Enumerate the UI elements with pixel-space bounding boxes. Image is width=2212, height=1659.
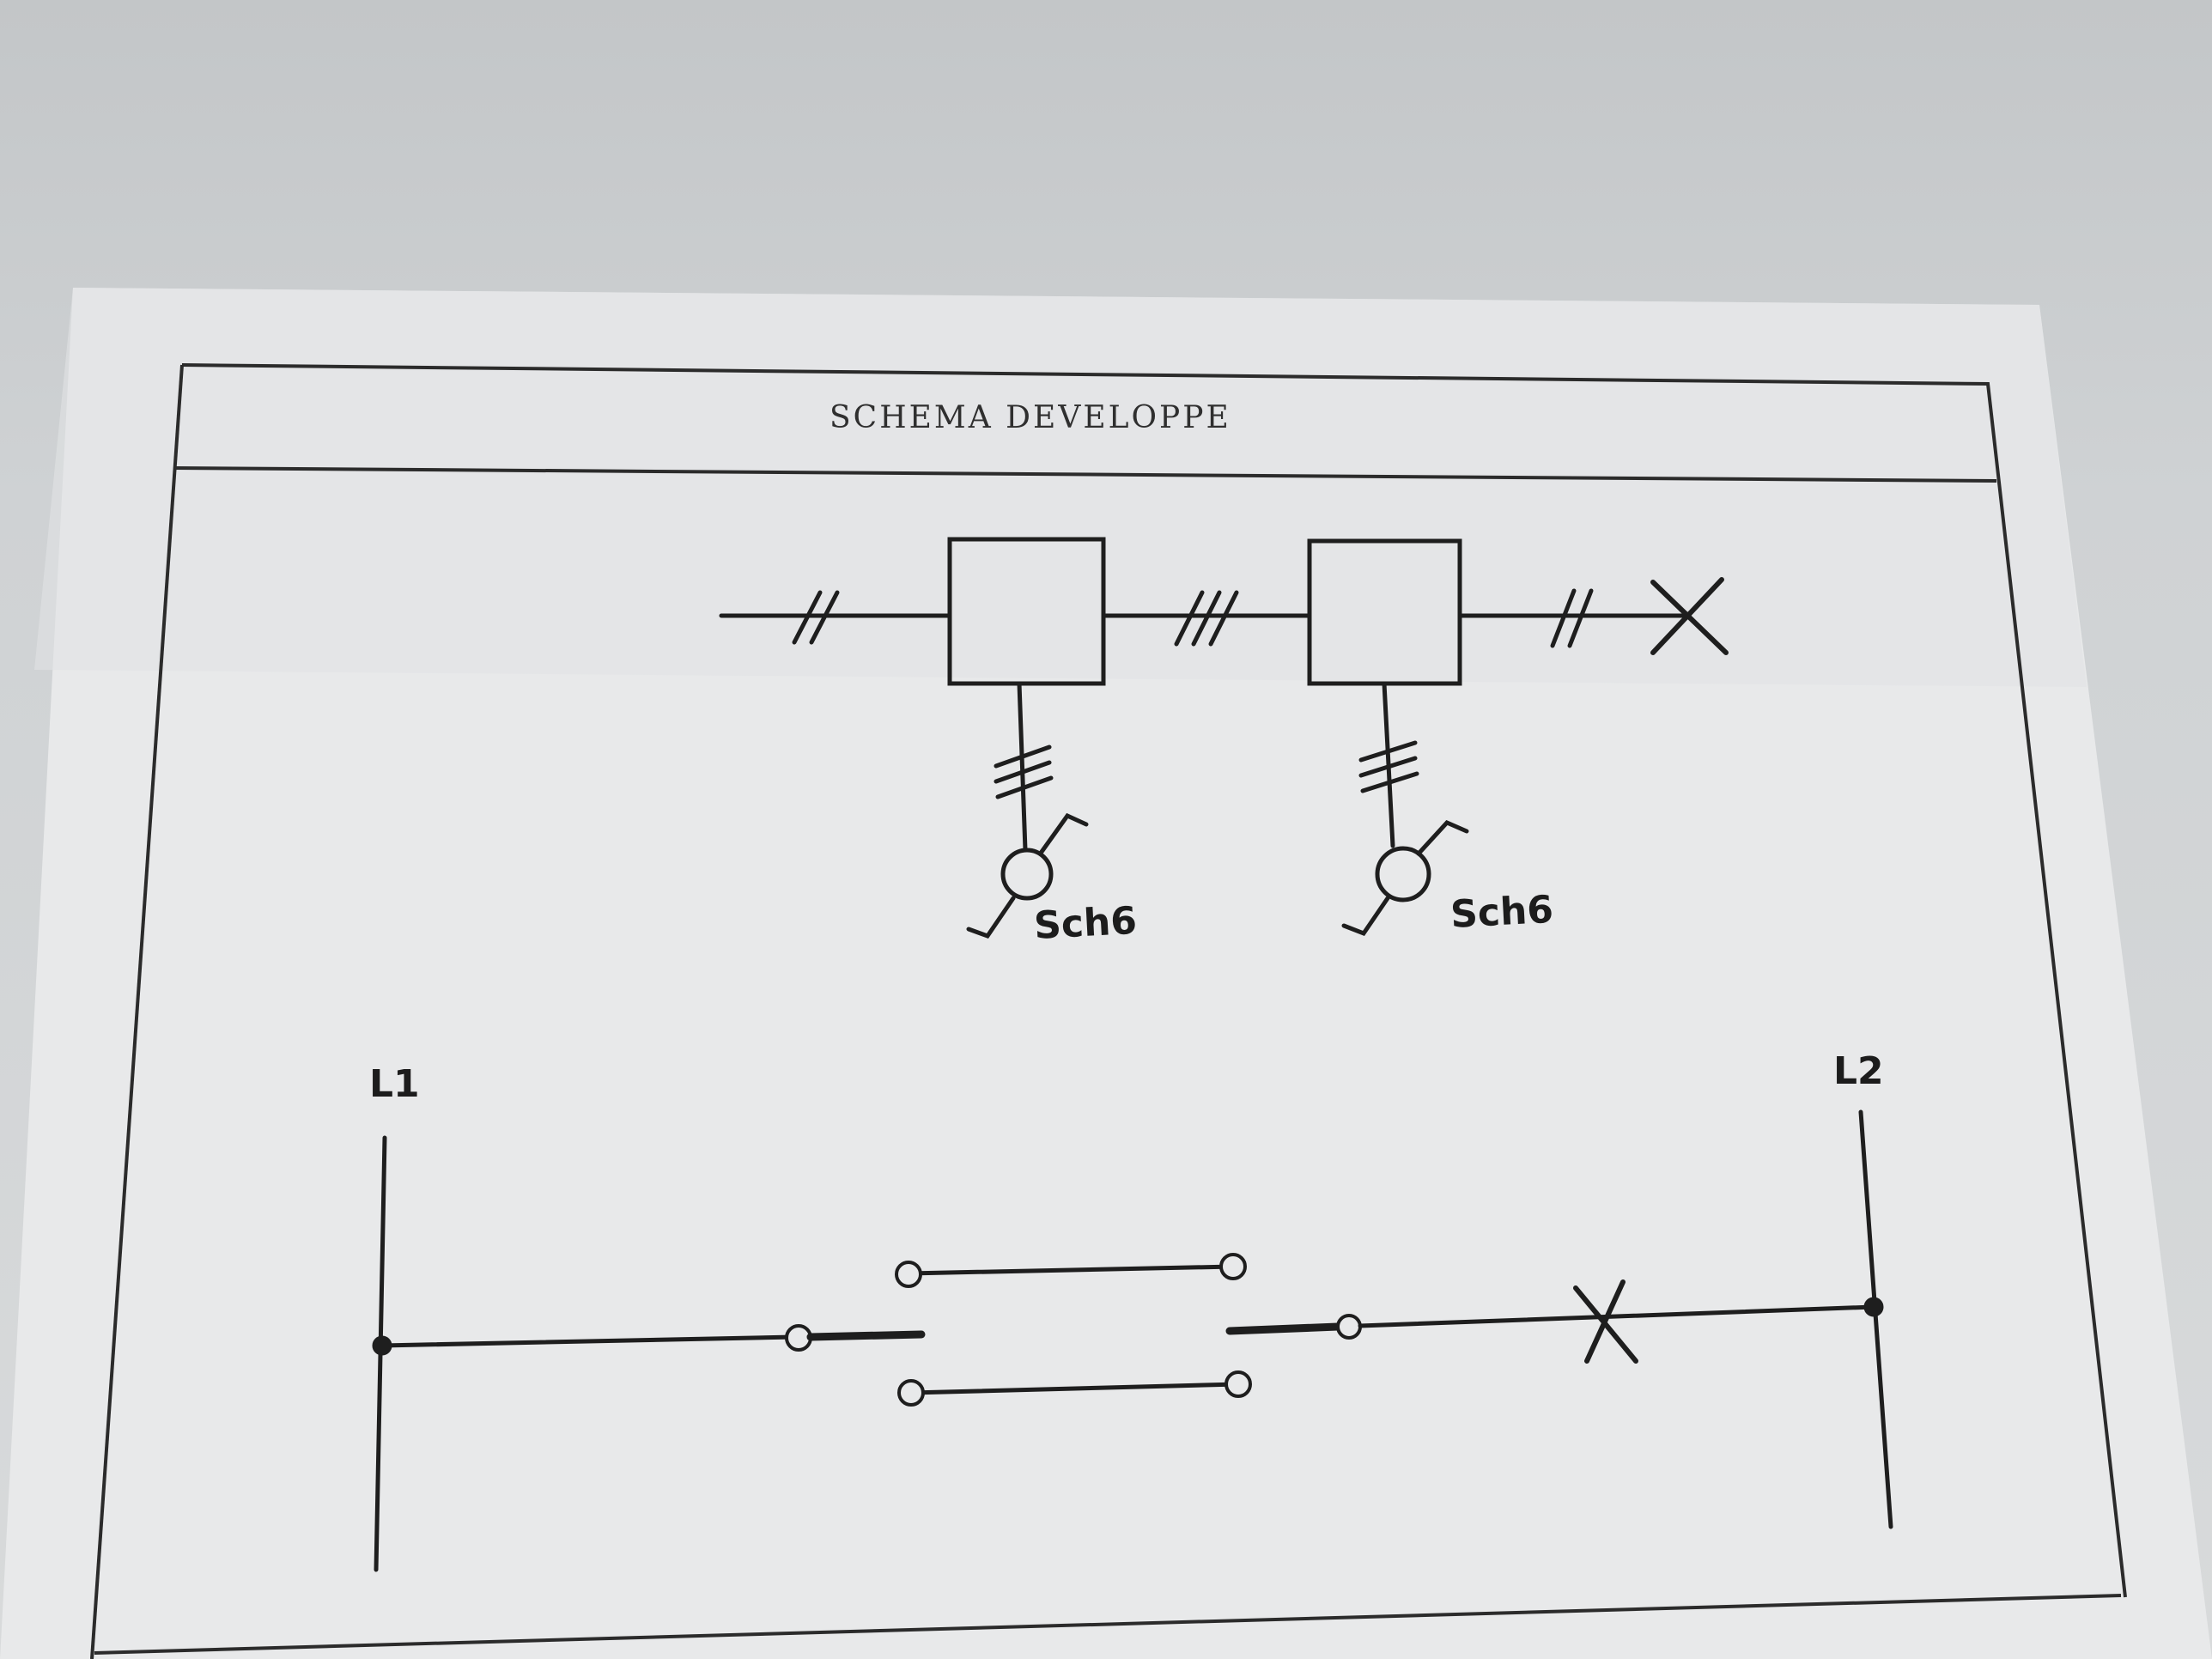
sheet-title: SCHEMA DEVELOPPE: [830, 400, 1231, 435]
paper-shade: [34, 288, 2087, 687]
lamp-symbol-developed: [1573, 1279, 1638, 1364]
lamp-symbol: [1650, 577, 1729, 655]
line-2-label: L2: [1833, 1049, 1884, 1093]
drop-line-1: [1017, 681, 1028, 853]
sensor-label-1: Sch6: [1033, 899, 1138, 948]
two-wire-mark-output: [1550, 588, 1594, 648]
three-wire-mark-drop-2: [1358, 740, 1419, 793]
traveller-lower-right-terminal: [1224, 1370, 1252, 1398]
title-block-divider: [173, 466, 1997, 483]
three-wire-mark-link: [1174, 590, 1239, 647]
developed-diagram: [372, 1109, 1893, 1572]
wire-l1-to-switch: [380, 1334, 797, 1348]
switch-2-blade: [1225, 1322, 1342, 1335]
line-2-rail: [1858, 1109, 1893, 1529]
l1-junction-node: [372, 1335, 392, 1356]
device-box-1: [947, 537, 1106, 686]
traveller-upper-right-terminal: [1219, 1253, 1247, 1280]
switch-2-common-terminal: [1336, 1314, 1362, 1340]
drawing-frame: [90, 363, 2127, 1659]
sensor-label-2: Sch6: [1449, 888, 1554, 937]
switch-1-blade: [806, 1330, 926, 1341]
traveller-upper-left-terminal: [895, 1261, 922, 1288]
bottom-frame-line: [94, 1594, 2122, 1655]
traveller-upper: [906, 1264, 1236, 1276]
l2-junction-node: [1863, 1297, 1884, 1317]
switch-symbol-2: [1341, 819, 1469, 937]
three-wire-mark-drop-1: [994, 744, 1054, 799]
two-wire-mark-feed: [792, 590, 840, 645]
line-1-label: L1: [369, 1062, 420, 1106]
switch-symbol-1: [966, 812, 1089, 939]
single-line-diagram: [719, 537, 1729, 939]
traveller-lower-left-terminal: [897, 1379, 925, 1407]
traveller-lower: [908, 1382, 1241, 1395]
wire-switch-to-l2: [1358, 1304, 1876, 1328]
